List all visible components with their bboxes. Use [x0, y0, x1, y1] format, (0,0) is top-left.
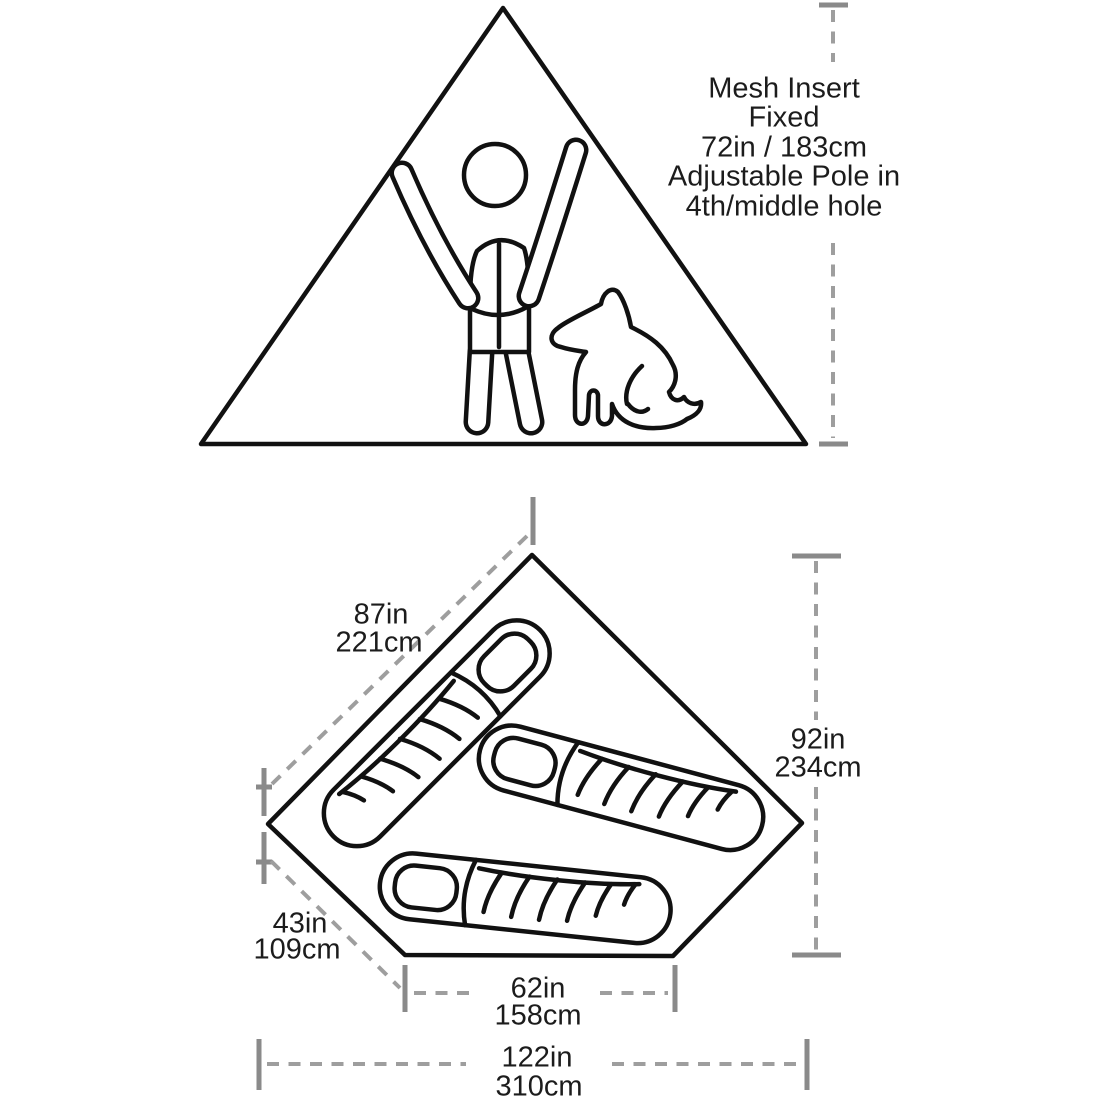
label-122in: 122in [501, 1041, 573, 1074]
mesh-annotation-line-2: Fixed [748, 101, 820, 134]
mesh-annotation-line-4: Adjustable Pole in [667, 160, 901, 193]
tent-side-view [198, 2, 848, 447]
label-221cm: 221cm [335, 626, 423, 659]
label-310cm: 310cm [495, 1070, 583, 1097]
dog-icon [549, 287, 704, 431]
mesh-annotation-line-5: 4th/middle hole [685, 190, 883, 223]
label-62in: 62in [510, 972, 566, 1005]
dimension-line-87in [256, 497, 536, 816]
label-234cm: 234cm [774, 751, 862, 784]
dog-thigh-line [624, 363, 645, 407]
label-109cm: 109cm [253, 933, 341, 966]
mesh-annotation-line-1: Mesh Insert [708, 72, 860, 105]
dimension-line-62in [402, 965, 678, 1012]
person-head [461, 141, 529, 209]
label-87in: 87in [353, 598, 409, 631]
label-43in: 43in [272, 907, 328, 940]
label-92in: 92in [790, 723, 846, 756]
tent-floor-plan [256, 497, 841, 1090]
apex-height-dimension-line [819, 2, 848, 447]
tent-triangle-outline [198, 5, 809, 447]
label-158cm: 158cm [494, 999, 582, 1032]
mesh-annotation-line-3: 72in / 183cm [700, 131, 868, 164]
dog-hind-paw-line [625, 401, 651, 414]
person-icon [389, 137, 589, 436]
dimension-line-92in [792, 553, 841, 958]
dimension-line-122in [256, 1039, 810, 1090]
dimension-line-43in [256, 832, 402, 990]
